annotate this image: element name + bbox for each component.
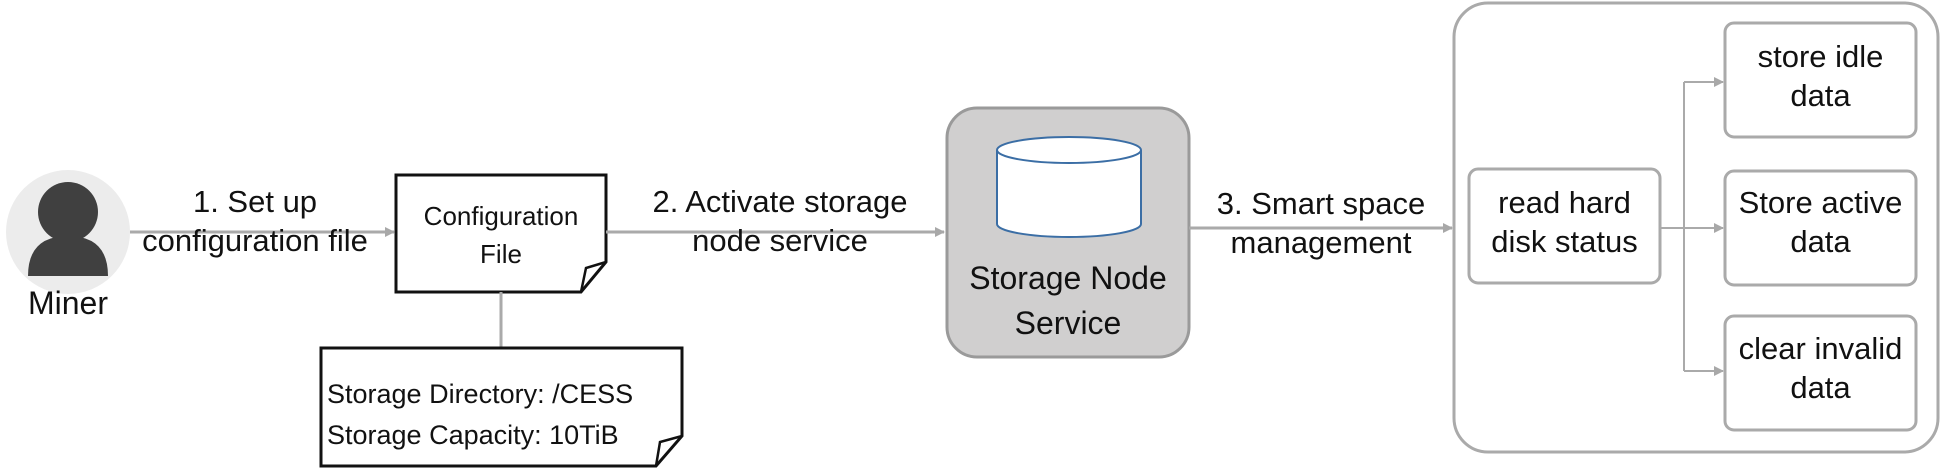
store-idle-box [1723, 21, 1918, 139]
store-active-label: Store active data [1725, 184, 1916, 262]
store-idle-line1: store idle [1757, 39, 1884, 74]
read-status-box [1467, 167, 1662, 285]
step1-line2: configuration file [142, 222, 368, 258]
step3-line1: 3. Smart space [1216, 186, 1426, 221]
config-title-line1: Configuration [423, 201, 579, 231]
miner-label: Miner [27, 285, 108, 321]
service-line2: Service [1014, 305, 1122, 342]
storage-settings-note [319, 346, 684, 468]
store-idle-label: store idle data [1725, 38, 1916, 116]
step2-line1: 2. Activate storage [652, 184, 908, 219]
store-idle-line2: data [1790, 77, 1851, 113]
clear-invalid-box [1723, 314, 1918, 432]
service-line1: Storage Node [969, 260, 1167, 296]
storage-directory-line: Storage Directory: /CESS [327, 379, 634, 409]
read-status-label: read hard disk status [1469, 184, 1660, 262]
step2-label: 2. Activate storage node service [620, 183, 940, 261]
configuration-file-title: Configuration File [396, 198, 606, 273]
step2-line2: node service [692, 222, 868, 258]
storage-settings-text: Storage Directory: /CESS Storage Capacit… [327, 374, 677, 456]
clear-invalid-label: clear invalid data [1725, 330, 1916, 408]
store-active-line2: data [1790, 223, 1851, 259]
storage-capacity-line: Storage Capacity: 10TiB [327, 420, 619, 451]
storage-settings-fold [654, 434, 683, 467]
step1-label: 1. Set up configuration file [100, 183, 410, 261]
management-container [1452, 1, 1940, 454]
step1-line1: 1. Set up [192, 184, 318, 219]
step3-label: 3. Smart space management [1192, 185, 1450, 263]
step3-line2: management [1230, 224, 1412, 260]
configuration-file-fold [579, 260, 607, 293]
clear-invalid-line2: data [1790, 369, 1851, 405]
store-active-box [1723, 169, 1918, 287]
config-title-line2: File [480, 238, 522, 269]
database-icon [996, 136, 1142, 238]
read-status-line1: read hard [1498, 185, 1631, 220]
storage-node-service-label: Storage Node Service [947, 256, 1189, 347]
user-icon [6, 170, 130, 294]
store-active-line1: Store active [1738, 185, 1903, 220]
clear-invalid-line1: clear invalid [1738, 331, 1903, 366]
read-status-line2: disk status [1491, 223, 1638, 259]
branch-connectors [1660, 77, 1724, 376]
configuration-file-box [394, 173, 608, 294]
